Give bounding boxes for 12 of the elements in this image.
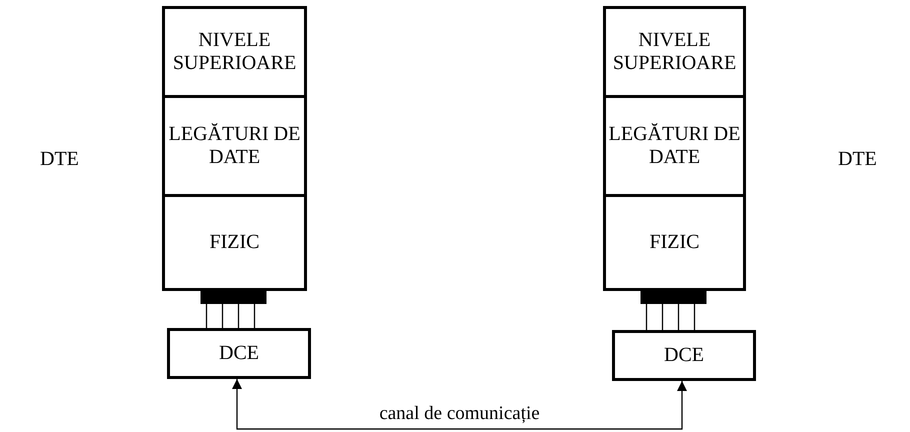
layer-box: FIZIC bbox=[603, 194, 746, 291]
layer-box: NIVELE SUPERIOARE bbox=[162, 6, 307, 98]
layer-box: LEGĂTURI DE DATE bbox=[603, 95, 746, 197]
edge-label: canal de comunicație bbox=[378, 403, 541, 425]
device-label: DTE bbox=[40, 148, 79, 171]
dce-box: DCE bbox=[612, 330, 756, 381]
channel-arrow bbox=[232, 379, 687, 430]
dce-box: DCE bbox=[167, 328, 311, 379]
layer-box: FIZIC bbox=[162, 194, 307, 291]
layer-box: NIVELE SUPERIOARE bbox=[603, 6, 746, 98]
device-label: DTE bbox=[838, 148, 877, 171]
layer-box: LEGĂTURI DE DATE bbox=[162, 95, 307, 197]
